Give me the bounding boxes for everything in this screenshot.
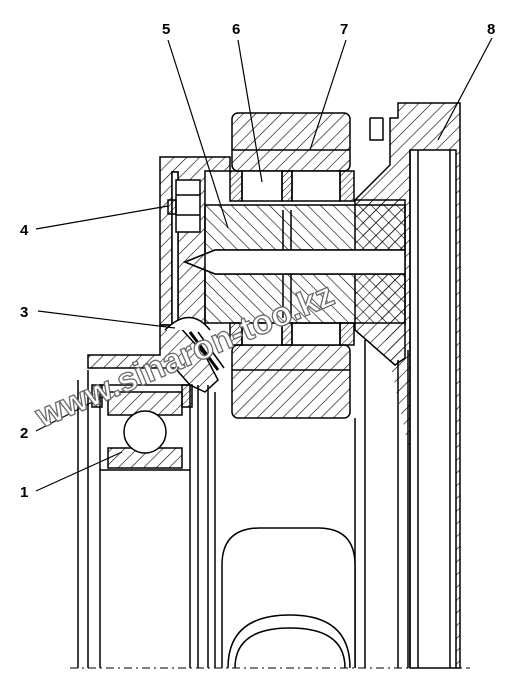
fastener-part-4 [167,179,201,233]
callout-7: 7 [340,21,348,38]
wheel-slots [221,527,356,669]
callouts: 5 6 7 8 4 3 2 1 [20,21,495,501]
sleeve-lines [77,340,409,668]
roller-ring-part-7 [231,112,351,419]
axle-part-5 [182,204,406,324]
callout-5: 5 [162,21,170,38]
rollers-part-6 [229,170,355,346]
callout-3: 3 [20,304,28,321]
fitting-part-3 [164,316,225,371]
callout-8: 8 [487,21,495,38]
callout-6: 6 [232,21,240,38]
callout-1: 1 [20,484,28,501]
callout-2: 2 [20,425,28,442]
bearing-part-1-2 [91,384,193,471]
leader-lines [35,37,493,492]
callout-4: 4 [20,222,29,239]
